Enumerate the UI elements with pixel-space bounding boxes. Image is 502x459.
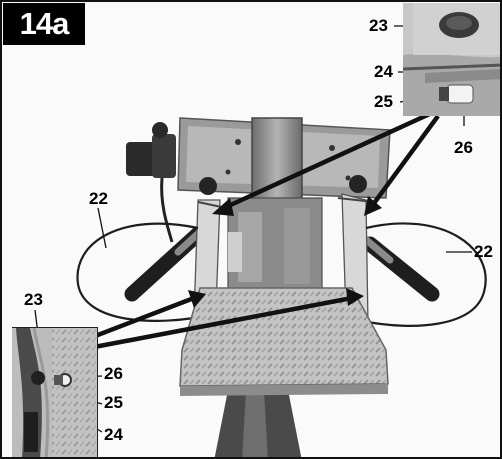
callout-22-right: 22 <box>474 242 493 261</box>
callout-23-top: 23 <box>369 16 388 35</box>
cable-right <box>365 222 487 327</box>
callout-24-top: 24 <box>374 62 393 81</box>
foot-plate <box>179 287 389 387</box>
detail-inset-top-right <box>403 3 500 116</box>
callout-25-top: 25 <box>374 92 393 111</box>
callout-22-left: 22 <box>89 189 108 208</box>
callout-26-top: 26 <box>454 138 473 157</box>
callout-26-bottom: 26 <box>104 364 123 383</box>
detail-inset-bottom-left <box>12 327 98 457</box>
cable-left <box>76 222 217 322</box>
callout-23-bottom: 23 <box>24 290 43 309</box>
callout-25-bottom: 25 <box>104 393 123 412</box>
callout-24-bottom: 24 <box>104 425 123 444</box>
figure-label: 14a <box>3 3 85 45</box>
